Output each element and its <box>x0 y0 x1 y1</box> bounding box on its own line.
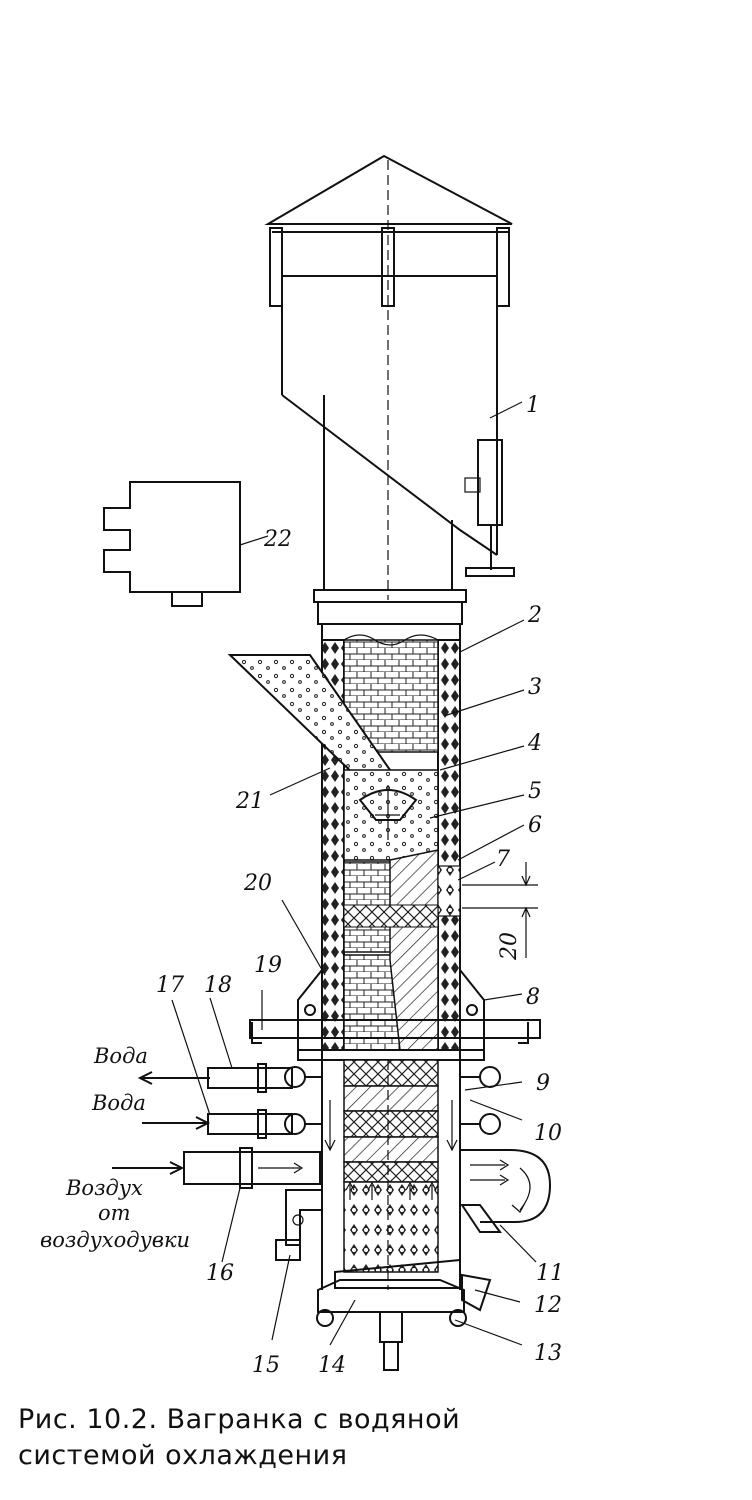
callout-3: 3 <box>528 675 542 700</box>
air-label-3: воздуходувки <box>40 1228 190 1252</box>
callout-17: 17 <box>156 973 184 998</box>
callout-8: 8 <box>526 985 540 1010</box>
callout-7: 7 <box>496 847 510 872</box>
callout-9: 9 <box>536 1071 550 1096</box>
callout-15: 15 <box>252 1353 280 1378</box>
flow-labels: Вода Вода Воздух от воздуходувки <box>40 1044 190 1252</box>
water-out-label: Вода <box>93 1044 148 1068</box>
callout-4: 4 <box>527 731 542 756</box>
water-pipes <box>207 1063 501 1139</box>
callout-6: 6 <box>528 813 542 838</box>
callout-18: 18 <box>204 973 232 998</box>
callout-14: 14 <box>318 1353 346 1378</box>
dimension-20: 20 <box>462 862 538 961</box>
callout-20: 20 <box>243 871 272 896</box>
caption-line-1: Рис. 10.2. Вагранка с водяной <box>18 1404 461 1435</box>
callout-5: 5 <box>528 779 542 804</box>
callout-19: 19 <box>254 953 282 978</box>
callout-22: 22 <box>263 527 292 552</box>
spark-arrester <box>264 154 515 600</box>
flow-arrows <box>112 1071 211 1175</box>
tap-spout <box>275 1189 323 1261</box>
callout-12: 12 <box>534 1293 562 1318</box>
air-label-1: Воздух <box>65 1176 143 1200</box>
upper-shaft <box>313 395 467 625</box>
caption-line-2: системой охлаждения <box>18 1440 348 1471</box>
melting-zone <box>343 849 461 1051</box>
callout-11: 11 <box>536 1261 564 1286</box>
hearth <box>324 1059 461 1290</box>
water-in-label: Вода <box>91 1091 146 1115</box>
figure-caption: Рис. 10.2. Вагранка с водяной системой о… <box>18 1402 738 1474</box>
air-label-2: от <box>98 1201 131 1225</box>
dimension-text: 20 <box>497 932 522 961</box>
callout-10: 10 <box>534 1121 562 1146</box>
control-box <box>103 481 241 607</box>
wind-box <box>249 967 541 1061</box>
callout-numbers: 1 2 3 4 5 6 7 8 9 10 11 12 13 14 15 16 1… <box>156 393 564 1378</box>
bottom-doors <box>316 1273 492 1371</box>
callout-21: 21 <box>235 789 264 814</box>
callout-2: 2 <box>527 603 542 628</box>
leader-lines <box>171 401 537 1346</box>
callout-13: 13 <box>534 1341 562 1366</box>
callout-1: 1 <box>526 393 540 418</box>
charging-chute <box>227 654 439 861</box>
callout-16: 16 <box>206 1261 234 1286</box>
